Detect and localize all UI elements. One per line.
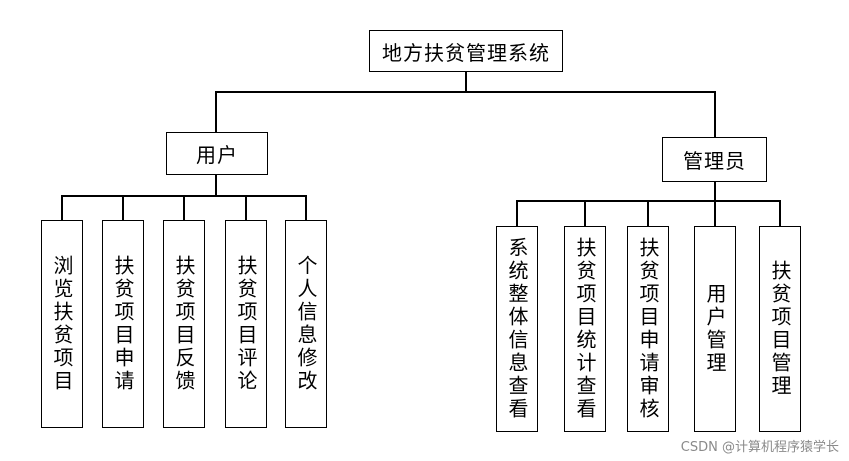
connector-user-child-1 [61,195,63,221]
root-node-label: 地方扶贫管理系统 [382,40,550,65]
connector-level2-bar [215,91,716,93]
admin-function-project-statistics: 扶贫项目统计查看 [564,226,606,432]
user-function-project-comment: 扶贫项目评论 [225,220,267,428]
connector-admin-child-2 [584,200,586,227]
connector-admin-child-3 [647,200,649,227]
connector-root-down [465,72,467,92]
admin-function-user-management: 用户管理 [694,226,736,432]
connector-to-user [215,91,217,133]
user-function-edit-profile: 个人信息修改 [285,220,327,428]
connector-user-child-5 [305,195,307,221]
admin-function-label: 扶贫项目统计查看 [573,237,597,421]
admin-function-label: 扶贫项目申请审核 [636,237,660,421]
watermark: CSDN @计算机程序猿学长 [680,440,839,455]
user-function-apply-project: 扶贫项目申请 [102,220,144,428]
connector-admin-child-4 [714,200,716,227]
admin-function-system-overview: 系统整体信息查看 [496,226,538,432]
user-function-label: 扶贫项目评论 [234,255,258,393]
connector-user-child-3 [183,195,185,221]
root-node: 地方扶贫管理系统 [369,30,563,72]
admin-function-application-review: 扶贫项目申请审核 [627,226,669,432]
user-function-label: 扶贫项目申请 [111,255,135,393]
admin-function-project-management: 扶贫项目管理 [759,226,801,432]
connector-user-child-2 [122,195,124,221]
user-function-project-feedback: 扶贫项目反馈 [163,220,205,428]
connector-admin-child-5 [779,200,781,227]
connector-user-child-4 [245,195,247,221]
user-function-label: 浏览扶贫项目 [50,255,74,393]
admin-node-label: 管理员 [683,149,746,173]
user-node: 用户 [166,132,268,175]
user-function-label: 个人信息修改 [294,255,318,393]
connector-to-admin [714,91,716,138]
connector-user-down [215,175,217,196]
admin-function-label: 系统整体信息查看 [505,237,529,421]
user-node-label: 用户 [196,143,238,167]
connector-admin-down [714,182,716,201]
user-function-browse-projects: 浏览扶贫项目 [41,220,83,428]
admin-function-label: 扶贫项目管理 [768,260,792,398]
admin-function-label: 用户管理 [703,283,727,375]
connector-admin-child-1 [516,200,518,227]
admin-node: 管理员 [662,137,767,182]
user-function-label: 扶贫项目反馈 [172,255,196,393]
